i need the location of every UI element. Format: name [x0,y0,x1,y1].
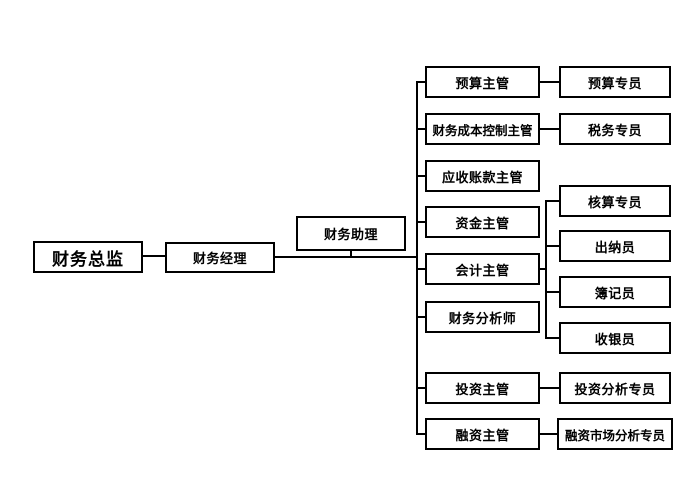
node-finance-manager: 财务经理 [165,242,275,273]
node-cost-control-supervisor: 财务成本控制主管 [425,113,540,145]
node-cashier: 出纳员 [559,230,671,262]
node-financing-supervisor: 融资主管 [425,418,540,450]
connector-stub-teller [545,337,559,339]
connector-stub-accounting [416,268,425,270]
connector-manager-trunk [275,256,417,258]
connector-stub-funds [416,221,425,223]
node-teller: 收银员 [559,322,671,354]
node-budget-specialist: 预算专员 [559,66,671,98]
node-accounting-supervisor: 会计主管 [425,253,540,285]
node-investment-analysis-specialist: 投资分析专员 [559,372,671,404]
node-accounting-specialist: 核算专员 [559,185,671,217]
node-financial-analyst: 财务分析师 [425,301,540,333]
node-tax-specialist: 税务专员 [559,113,671,145]
node-investment-supervisor: 投资主管 [425,372,540,404]
connector-stub-financing [416,433,425,435]
node-funds-supervisor: 资金主管 [425,206,540,238]
connector-accounting-branch-trunk [545,200,547,339]
connector-trunk [416,81,418,435]
connector-tax-specialist [540,128,559,130]
connector-stub-accounting-specialist [545,200,559,202]
connector-budget-specialist [540,81,559,83]
node-financing-market-analysis-specialist: 融资市场分析专员 [557,418,673,450]
connector-assistant-stub [350,250,352,258]
connector-stub-investment [416,387,425,389]
node-finance-director: 财务总监 [33,241,143,273]
connector-stub-accounts-receivable [416,175,425,177]
connector-accounting-branch-stub [540,268,547,270]
connector-stub-cashier [545,245,559,247]
connector-financing-market [540,433,557,435]
connector-stub-cost-control [416,128,425,130]
connector-stub-budget [416,81,425,83]
node-budget-supervisor: 预算主管 [425,66,540,98]
connector-investment-analysis [540,387,559,389]
connector-stub-bookkeeper [545,291,559,293]
node-bookkeeper: 簿记员 [559,276,671,308]
connector-stub-analyst [416,316,425,318]
node-finance-assistant: 财务助理 [296,216,406,251]
connector-director-manager [143,255,165,257]
node-accounts-receivable-supervisor: 应收账款主管 [425,160,540,192]
